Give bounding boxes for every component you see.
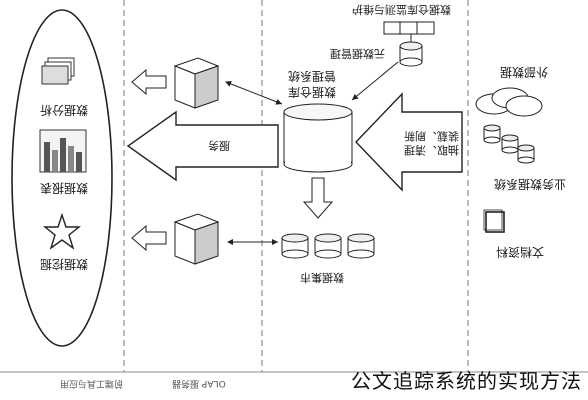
label-data-mart: 数据集市 (300, 271, 344, 284)
report-bar-chart-icon (39, 129, 87, 173)
metadata-cylinder (399, 41, 423, 67)
data-mart-cylinders (281, 233, 375, 259)
watermark-caption: 公文追踪系统的实现方法 (351, 369, 582, 393)
monitor-box (383, 21, 435, 35)
olap-cube-bottom (173, 213, 220, 265)
label-metadata-manager: 元数据管理 (330, 47, 385, 60)
document-icon (483, 209, 505, 233)
olap-cube-top (173, 57, 220, 109)
label-data-report: 数据报表 (40, 181, 89, 195)
arrow-mining (131, 224, 167, 252)
label-monitor-maintain: 数据仓库监测与维护 (352, 3, 451, 16)
label-data-mining: 数据挖掘 (40, 257, 89, 271)
analysis-documents-icon (41, 57, 75, 85)
mining-star-icon (43, 212, 81, 250)
label-data-analysis: 数据分析 (40, 103, 89, 117)
external-data-disks (475, 87, 543, 117)
footer-front-tools: 前端工具与应用 (60, 378, 124, 388)
metadata-to-warehouse (351, 61, 399, 101)
label-etl: 抽取、清理 装载、刷新 (404, 129, 459, 157)
link-cube-warehouse (225, 81, 283, 105)
footer-olap-server: OLAP 服务器 (172, 378, 226, 388)
label-document: 文档资料 (496, 245, 545, 259)
arrow-analysis (131, 68, 167, 96)
label-service: 服务 (208, 139, 230, 152)
down-arrow-to-marts (302, 177, 334, 219)
front-tools-ellipse (11, 9, 113, 347)
warehouse-cylinder (283, 103, 353, 173)
service-arrow (126, 110, 279, 182)
business-system-cylinders (483, 124, 535, 164)
label-external-data: 外部数据 (500, 65, 549, 79)
etl-arrow (355, 92, 463, 192)
label-dw-manager: 数据仓库 管理系统 (288, 69, 337, 100)
label-business-system: 业务数据系统 (494, 177, 567, 191)
